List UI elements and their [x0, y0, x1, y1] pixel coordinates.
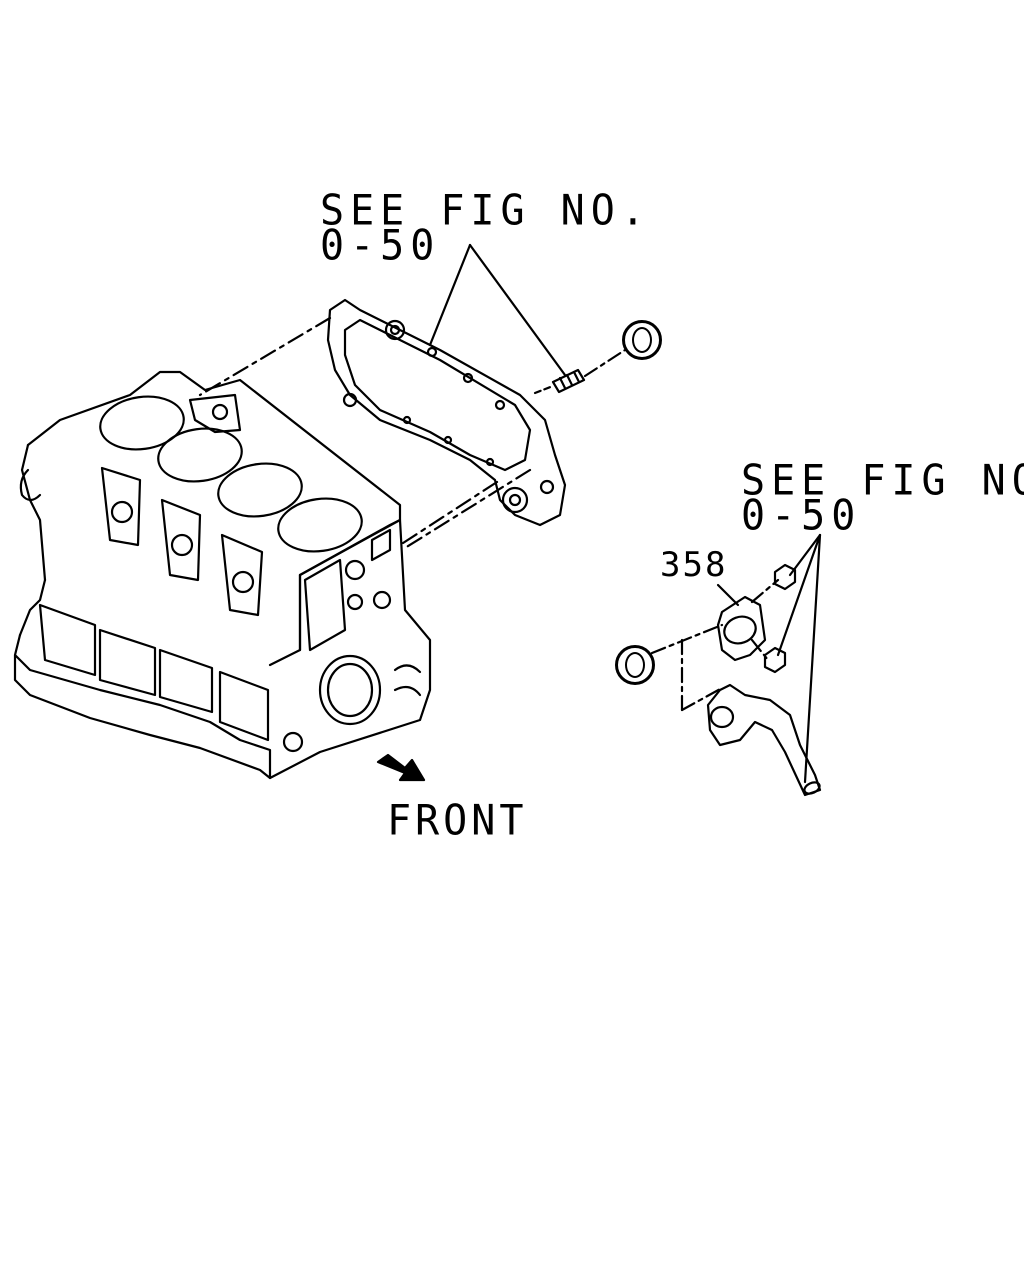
- leader-lines-right: [776, 533, 822, 784]
- reference-circle-icon: [622, 320, 662, 360]
- cylinder-block: [13, 370, 432, 780]
- reference-circle-icon: [615, 645, 655, 685]
- see-fig-top-line1: SEE FIG NO.: [320, 186, 651, 236]
- assembly-lines: [198, 316, 532, 550]
- see-fig-right-line1: SEE FIG NO.: [741, 456, 1024, 506]
- nut-upper: [773, 563, 797, 591]
- part-number-358: 358: [660, 545, 728, 585]
- see-fig-top-line2: 0-50: [320, 221, 441, 271]
- see-fig-right-line2: 0-50: [741, 491, 862, 541]
- front-label: FRONT: [387, 796, 528, 846]
- side-cover-plate: [326, 298, 567, 527]
- assembly-lines-right: [650, 578, 780, 712]
- front-arrow-icon: [376, 753, 426, 782]
- nut-lower: [763, 646, 787, 674]
- dowel-pin: [551, 368, 586, 394]
- leader-lines-top: [428, 243, 567, 377]
- gasket-358: [716, 595, 767, 662]
- water-pipe: [706, 683, 822, 797]
